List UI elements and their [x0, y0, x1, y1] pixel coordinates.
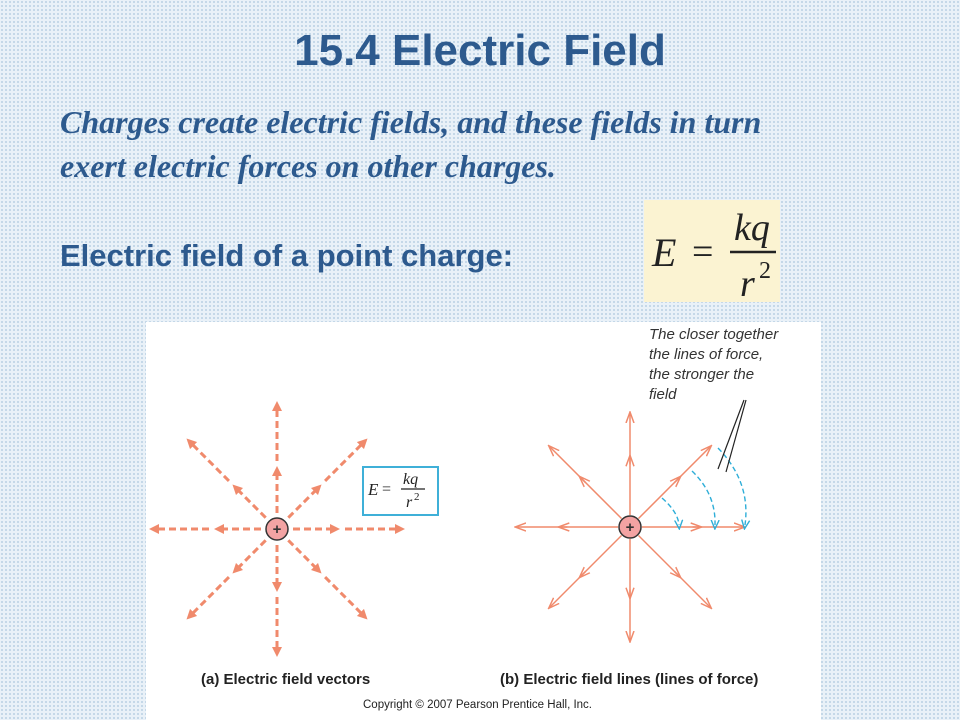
panel-a-charge: +: [265, 517, 289, 541]
charge-a-circle: [265, 517, 289, 541]
slide-subtitle: Charges create electric fields, and thes…: [60, 100, 920, 188]
annotation-pointers: [717, 399, 747, 473]
vector-arrow-1-0: [287, 484, 322, 519]
panel-b-field-lines: [516, 413, 744, 641]
small-formula-exponent: 2: [414, 491, 420, 503]
vector-arrow-7-0: [287, 539, 322, 574]
formula-numerator: kq: [734, 207, 770, 249]
vector-arrow-5-0: [232, 539, 267, 574]
annotation-line-3: the stronger the: [649, 366, 754, 383]
panel-a-formula-box: E = kq r 2: [362, 466, 439, 516]
annotation-line-1: The closer together: [649, 326, 779, 343]
arc-middle: [691, 470, 715, 525]
formula-lhs: E: [651, 230, 676, 275]
charge-a-symbol: +: [273, 521, 282, 538]
panel-b-charge: +: [618, 515, 642, 539]
field-line-mid-arrow-1: [674, 477, 680, 483]
copyright-text: Copyright © 2007 Pearson Prentice Hall, …: [363, 699, 592, 711]
small-formula-denominator: r: [406, 494, 413, 511]
caption-a: (a) Electric field vectors: [201, 671, 370, 688]
arc-inner: [661, 497, 679, 525]
formula-denominator: r: [740, 263, 755, 302]
field-formula: E = kq r 2: [644, 200, 780, 302]
subtitle-line-2: exert electric forces on other charges.: [60, 148, 556, 184]
formula-box-border: [362, 466, 439, 516]
formula-equals: =: [692, 231, 713, 273]
field-line-mid-arrow-5: [580, 571, 586, 577]
small-formula-numerator: kq: [403, 471, 418, 488]
vector-arrow-3-0: [232, 484, 267, 519]
charge-b-circle: [618, 515, 642, 539]
vector-arrow-3-1: [186, 438, 230, 482]
small-formula-lhs: E: [367, 480, 379, 499]
subtitle-line-1: Charges create electric fields, and thes…: [60, 104, 762, 140]
field-figure: + E = kq r 2 + T: [146, 322, 821, 720]
point-charge-heading: Electric field of a point charge:: [60, 238, 514, 273]
field-line-mid-arrow-7: [674, 571, 680, 577]
small-formula-equals: =: [382, 481, 391, 498]
charge-b-symbol: +: [626, 519, 635, 536]
field-line-mid-arrow-3: [580, 477, 586, 483]
slide-title: 15.4 Electric Field: [294, 26, 666, 75]
annotation-line-4: field: [649, 386, 677, 403]
vector-arrow-1-1: [324, 438, 368, 482]
annotation-line-2: the lines of force,: [649, 346, 763, 363]
panel-a-field-vectors: [149, 401, 405, 657]
arc-outer: [717, 447, 746, 525]
caption-b: (b) Electric field lines (lines of force…: [500, 671, 758, 688]
strength-arcs: [661, 447, 746, 525]
pointer-line-1: [717, 399, 745, 470]
vector-arrow-5-1: [186, 576, 230, 620]
pointer-line-2: [725, 399, 747, 473]
field-annotation: The closer together the lines of force, …: [649, 326, 779, 403]
formula-exponent: 2: [759, 258, 771, 284]
vector-arrow-7-1: [324, 576, 368, 620]
